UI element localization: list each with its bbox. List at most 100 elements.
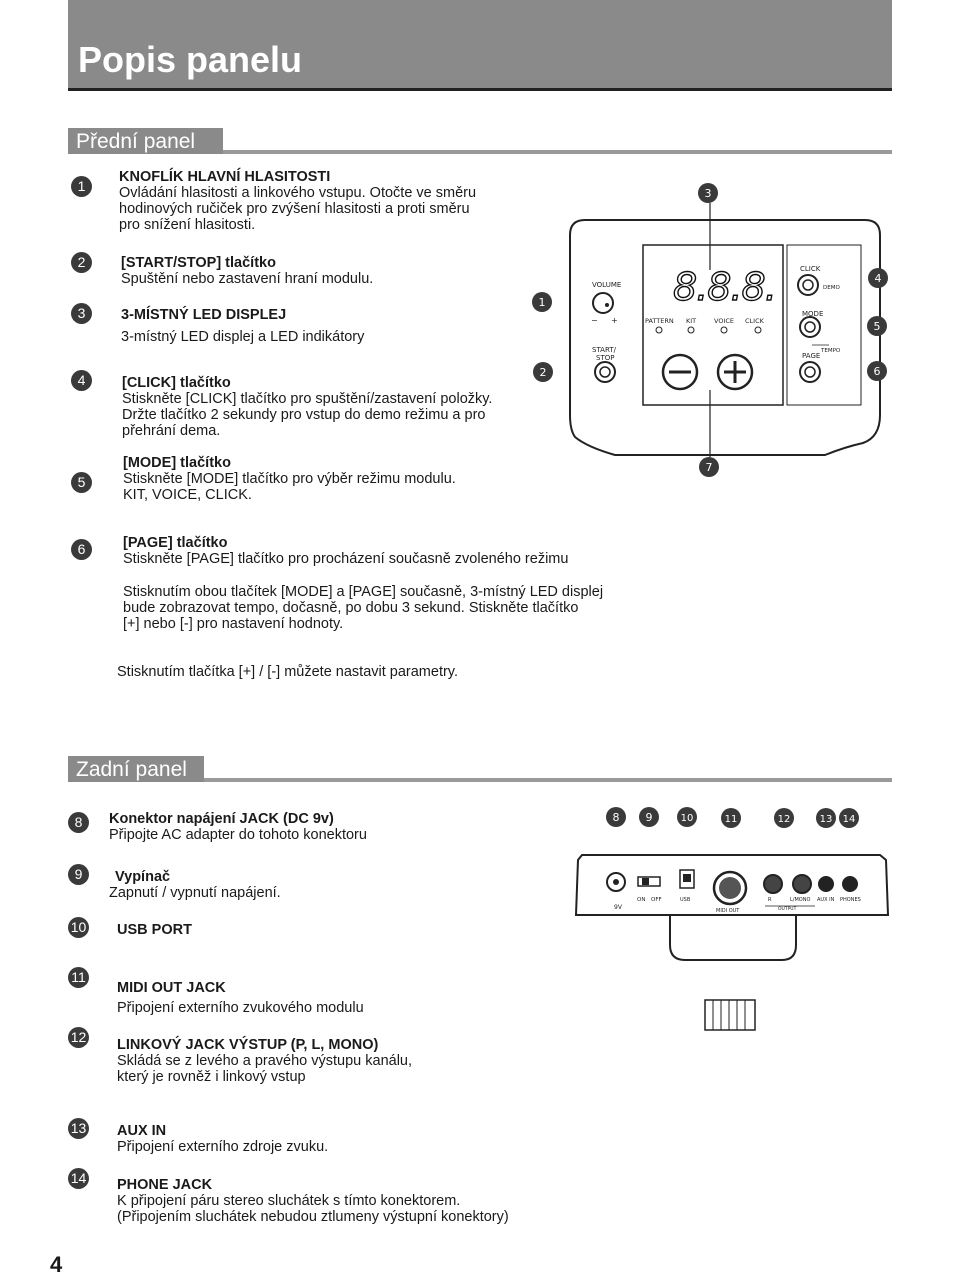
front-item-volume: KNOFLÍK HLAVNÍ HLASITOSTI Ovládání hlasi… xyxy=(119,169,476,233)
output-l-jack xyxy=(792,874,812,894)
front-item-mode: [MODE] tlačítko Stiskněte [MODE] tlačítk… xyxy=(123,455,456,503)
rear-panel-header: Zadní panel xyxy=(68,756,892,782)
item-line: Stiskněte [MODE] tlačítko pro výběr reži… xyxy=(123,471,456,487)
demo-label: DEMO xyxy=(823,285,840,291)
click-button xyxy=(797,274,819,296)
front-item-page: [PAGE] tlačítko Stiskněte [PAGE] tlačítk… xyxy=(123,535,568,567)
page-button xyxy=(799,361,821,383)
volume-minus: − xyxy=(591,316,598,325)
mode-label: MODE xyxy=(802,310,823,318)
callout-4: 4 xyxy=(868,268,888,288)
item-line: hodinových ručiček pro zvýšení hlasitost… xyxy=(119,201,470,217)
item-number-badge: 6 xyxy=(71,539,92,560)
item-number-badge: 4 xyxy=(71,370,92,391)
indicator-pattern: PATTERN xyxy=(645,317,674,325)
svg-text:2: 2 xyxy=(540,366,547,379)
front-item-start-stop: [START/STOP] tlačítko Spuštění nebo zast… xyxy=(121,255,373,287)
svg-text:13: 13 xyxy=(820,814,833,825)
callout-11: 11 xyxy=(721,808,741,828)
item-line: Připojte AC adapter do tohoto konektoru xyxy=(109,827,367,843)
svg-text:6: 6 xyxy=(874,365,881,378)
item-line: K připojení páru stereo sluchátek s tímt… xyxy=(117,1193,461,1209)
front-panel-header: Přední panel xyxy=(68,128,892,154)
r-label: R xyxy=(768,897,772,903)
item-number-badge: 1 xyxy=(71,176,92,197)
item-line: KIT, VOICE, CLICK. xyxy=(123,487,252,503)
title-bar xyxy=(68,0,892,88)
front-panel-heading: Přední panel xyxy=(76,130,196,153)
item-title: AUX IN xyxy=(117,1123,167,1139)
start-stop-label-2: STOP xyxy=(596,354,614,362)
callout-5: 5 xyxy=(867,316,887,336)
indicator-kit: KIT xyxy=(686,317,696,325)
callout-14: 14 xyxy=(839,808,859,828)
rear-panel-heading: Zadní panel xyxy=(76,758,187,781)
item-title: PHONE JACK xyxy=(117,1177,213,1193)
item-number-badge: 3 xyxy=(71,303,92,324)
note-line: bude zobrazovat tempo, dočasně, po dobu … xyxy=(123,600,579,616)
item-number-badge: 11 xyxy=(68,967,89,988)
item-line: pro snížení hlasitosti. xyxy=(119,217,256,233)
page-number: 4 xyxy=(50,1252,63,1277)
phones-label: PHONES xyxy=(840,897,861,903)
item-title: Vypínač xyxy=(115,869,171,885)
svg-text:14: 14 xyxy=(843,814,856,825)
led-display: 8.8.8. xyxy=(673,265,776,309)
callout-12: 12 xyxy=(774,808,794,828)
rear-item-power-switch: Vypínač Zapnutí / vypnutí napájení. xyxy=(109,869,281,901)
item-line: Skládá se z levého a pravého výstupu kan… xyxy=(117,1053,413,1069)
volume-knob xyxy=(592,292,614,314)
callout-3: 3 xyxy=(698,183,718,203)
page-label: PAGE xyxy=(802,352,820,360)
usb-label: USB xyxy=(680,897,691,903)
item-line: Zapnutí / vypnutí napájení. xyxy=(109,885,281,901)
title-underline xyxy=(68,88,892,91)
page-title: Popis panelu xyxy=(78,39,303,80)
item-line: Stiskněte [PAGE] tlačítko pro procházení… xyxy=(123,551,569,567)
rear-item-phones: PHONE JACK K připojení páru stereo sluch… xyxy=(117,1177,509,1225)
item-number-badge: 14 xyxy=(68,1168,89,1189)
item-title: [PAGE] tlačítko xyxy=(123,535,228,551)
svg-text:10: 10 xyxy=(681,813,694,824)
callout-10: 10 xyxy=(677,807,697,827)
item-number-badge: 13 xyxy=(68,1118,89,1139)
volume-label: VOLUME xyxy=(592,281,621,289)
rear-item-dc-jack: Konektor napájení JACK (DC 9v) Připojte … xyxy=(109,811,367,843)
midi-label: MIDI OUT xyxy=(716,908,740,914)
item-number-badge: 8 xyxy=(68,812,89,833)
item-title: LINKOVÝ JACK VÝSTUP (P, L, MONO) xyxy=(117,1037,379,1053)
item-line: 3-místný LED displej a LED indikátory xyxy=(121,329,365,345)
callout-6: 6 xyxy=(867,361,887,381)
tempo-label: TEMPO xyxy=(820,348,841,354)
svg-text:3: 3 xyxy=(705,187,712,200)
item-number-badge: 9 xyxy=(68,864,89,885)
item-number-badge: 12 xyxy=(68,1027,89,1048)
svg-text:7: 7 xyxy=(706,461,713,474)
front-panel-diagram: VOLUME − + START/ STOP 8.8.8. PATTERN KI… xyxy=(532,183,888,477)
svg-text:5: 5 xyxy=(874,320,881,333)
item-title: USB PORT xyxy=(117,922,192,938)
mode-button xyxy=(799,316,821,338)
item-title: [START/STOP] tlačítko xyxy=(121,255,276,271)
click-label: CLICK xyxy=(800,265,821,273)
item-line: Stiskněte [CLICK] tlačítko pro spuštění/… xyxy=(122,391,493,407)
item-line: Připojení externího zvukového modulu xyxy=(117,1000,364,1016)
indicator-voice: VOICE xyxy=(714,317,734,325)
rear-panel-diagram: 9V ON OFF USB MIDI OUT R L/MONO AUX IN P… xyxy=(574,807,890,1031)
item-line: Spuštění nebo zastavení hraní modulu. xyxy=(121,271,374,287)
item-title: 3-MÍSTNÝ LED DISPLEJ xyxy=(121,307,287,323)
svg-text:9: 9 xyxy=(646,811,653,824)
svg-text:8: 8 xyxy=(613,811,620,824)
item-title: [MODE] tlačítko xyxy=(123,455,231,471)
front-item-click: [CLICK] tlačítko Stiskněte [CLICK] tlačí… xyxy=(122,375,492,439)
item-title: KNOFLÍK HLAVNÍ HLASITOSTI xyxy=(119,169,331,185)
output-label: OUTPUT xyxy=(778,906,797,912)
item-number-badge: 5 xyxy=(71,472,92,493)
tempo-note: Stisknutím obou tlačítek [MODE] a [PAGE]… xyxy=(123,584,603,632)
indicator-click: CLICK xyxy=(745,317,765,325)
svg-text:11: 11 xyxy=(725,814,738,825)
svg-text:1: 1 xyxy=(539,296,546,309)
svg-text:12: 12 xyxy=(778,814,791,825)
item-line: Držte tlačítko 2 sekundy pro vstup do de… xyxy=(122,407,486,423)
rear-item-usb: USB PORT xyxy=(117,922,192,938)
